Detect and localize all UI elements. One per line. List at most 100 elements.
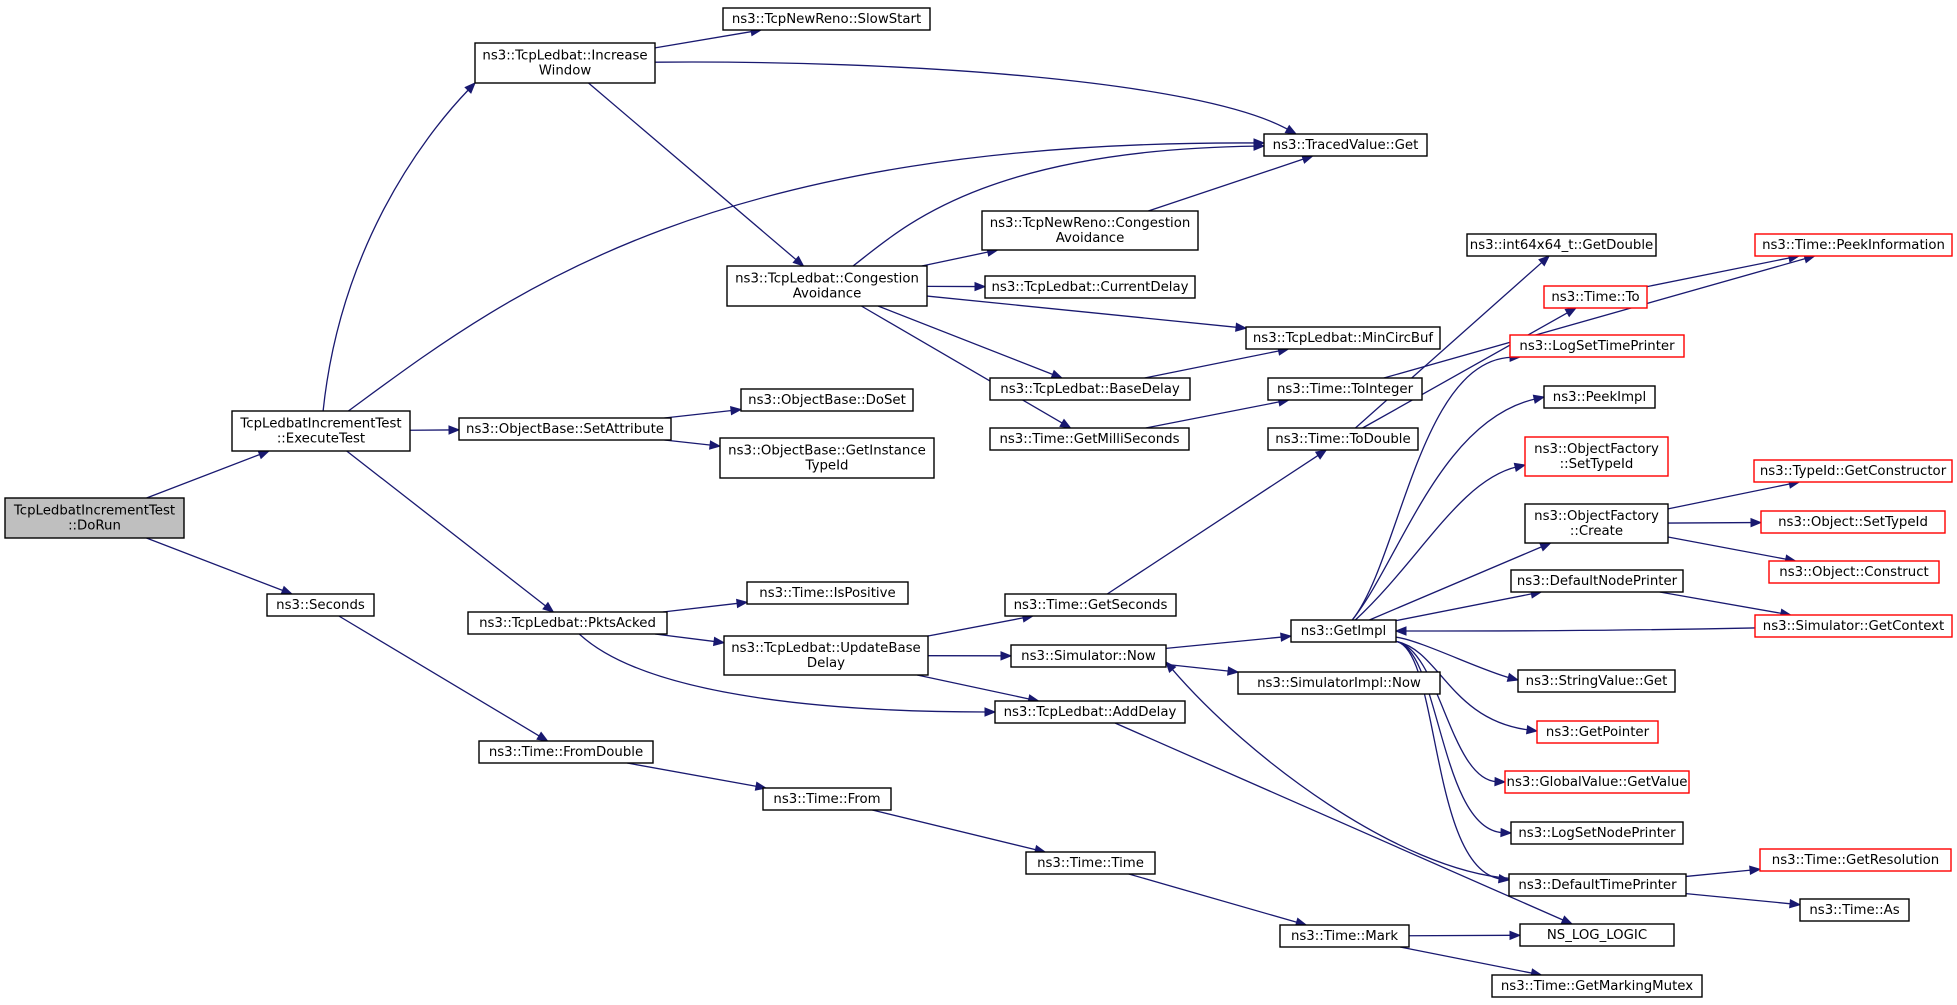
node-box[interactable]	[1524, 436, 1669, 477]
node-adddelay[interactable]: ns3::TcpLedbat::AddDelay	[994, 700, 1186, 724]
node-timefrom[interactable]: ns3::Time::From	[762, 787, 892, 811]
node-box[interactable]	[474, 42, 656, 84]
node-box[interactable]	[722, 7, 931, 31]
node-box[interactable]	[1267, 427, 1419, 451]
node-timeto[interactable]: ns3::Time::To	[1543, 285, 1648, 309]
node-todouble[interactable]: ns3::Time::ToDouble	[1267, 427, 1419, 451]
node-box[interactable]	[1543, 285, 1648, 309]
node-box[interactable]	[1543, 385, 1656, 409]
node-box[interactable]	[740, 388, 914, 412]
node-box[interactable]	[762, 787, 892, 811]
node-box[interactable]	[231, 410, 411, 452]
node-box[interactable]	[1524, 503, 1669, 544]
node-box[interactable]	[4, 497, 185, 539]
node-box[interactable]	[1279, 924, 1410, 948]
node-setattribute[interactable]: ns3::ObjectBase::SetAttribute	[458, 417, 672, 441]
node-box[interactable]	[989, 377, 1191, 401]
node-box[interactable]	[1754, 614, 1953, 638]
node-objsettypeid[interactable]: ns3::Object::SetTypeId	[1760, 510, 1946, 534]
node-fromdouble[interactable]: ns3::Time::FromDouble	[478, 740, 654, 764]
node-box[interactable]	[989, 427, 1190, 451]
node-simgetcontext[interactable]: ns3::Simulator::GetContext	[1754, 614, 1953, 638]
node-timetime[interactable]: ns3::Time::Time	[1025, 851, 1156, 875]
node-box[interactable]	[1010, 644, 1167, 668]
node-ofsettypeid[interactable]: ns3::ObjectFactory::SetTypeId	[1524, 436, 1669, 477]
node-box[interactable]	[1760, 510, 1946, 534]
node-box[interactable]	[1510, 821, 1684, 845]
node-peekimpl[interactable]: ns3::PeekImpl	[1543, 385, 1656, 409]
node-box[interactable]	[1267, 377, 1423, 401]
node-defaultnodeprinter[interactable]: ns3::DefaultNodePrinter	[1510, 569, 1684, 593]
node-getresolution[interactable]: ns3::Time::GetResolution	[1759, 848, 1952, 872]
node-box[interactable]	[719, 437, 935, 479]
node-getimpl[interactable]: ns3::GetImpl	[1290, 619, 1397, 643]
node-box[interactable]	[478, 740, 654, 764]
node-box[interactable]	[723, 635, 929, 676]
node-box[interactable]	[458, 417, 672, 441]
node-box[interactable]	[1491, 974, 1703, 998]
node-getmilliseconds[interactable]: ns3::Time::GetMilliSeconds	[989, 427, 1190, 451]
node-pktsacked[interactable]: ns3::TcpLedbat::PktsAcked	[467, 611, 668, 635]
node-box[interactable]	[1290, 619, 1397, 643]
node-executetest[interactable]: TcpLedbatIncrementTest::ExecuteTest	[231, 410, 411, 452]
node-box[interactable]	[1237, 671, 1441, 695]
node-box[interactable]	[981, 210, 1199, 251]
node-peekinfo[interactable]: ns3::Time::PeekInformation	[1754, 233, 1953, 257]
node-box[interactable]	[1508, 873, 1687, 897]
node-nslog[interactable]: NS_LOG_LOGIC	[1519, 923, 1675, 947]
node-tointeger[interactable]: ns3::Time::ToInteger	[1267, 377, 1423, 401]
node-box[interactable]	[1509, 334, 1685, 358]
node-box[interactable]	[1263, 133, 1428, 157]
node-dorun[interactable]: TcpLedbatIncrementTest::DoRun	[4, 497, 185, 539]
node-box[interactable]	[746, 581, 909, 605]
node-simimplnow[interactable]: ns3::SimulatorImpl::Now	[1237, 671, 1441, 695]
node-box[interactable]	[994, 700, 1186, 724]
node-box[interactable]	[1759, 848, 1952, 872]
node-box[interactable]	[1025, 851, 1156, 875]
node-box[interactable]	[1799, 898, 1910, 922]
node-box[interactable]	[1004, 593, 1177, 617]
node-seconds[interactable]: ns3::Seconds	[266, 593, 375, 617]
node-box[interactable]	[984, 275, 1196, 299]
node-logsetnodeprinter[interactable]: ns3::LogSetNodePrinter	[1510, 821, 1684, 845]
node-getmarkingmutex[interactable]: ns3::Time::GetMarkingMutex	[1491, 974, 1703, 998]
node-basedelay[interactable]: ns3::TcpLedbat::BaseDelay	[989, 377, 1191, 401]
node-ofcreate[interactable]: ns3::ObjectFactory::Create	[1524, 503, 1669, 544]
node-ispositive[interactable]: ns3::Time::IsPositive	[746, 581, 909, 605]
node-box[interactable]	[1466, 233, 1657, 257]
node-box[interactable]	[1519, 923, 1675, 947]
node-currentdelay[interactable]: ns3::TcpLedbat::CurrentDelay	[984, 275, 1196, 299]
node-simnow[interactable]: ns3::Simulator::Now	[1010, 644, 1167, 668]
node-box[interactable]	[1510, 569, 1684, 593]
node-box[interactable]	[1754, 233, 1953, 257]
node-logsettimeprinter[interactable]: ns3::LogSetTimePrinter	[1509, 334, 1685, 358]
node-box[interactable]	[1753, 459, 1953, 483]
node-timemark[interactable]: ns3::Time::Mark	[1279, 924, 1410, 948]
node-globalvalueget[interactable]: ns3::GlobalValue::GetValue	[1504, 770, 1690, 794]
node-objconstruct[interactable]: ns3::Object::Construct	[1768, 560, 1940, 584]
node-box[interactable]	[1245, 326, 1441, 350]
node-box[interactable]	[1768, 560, 1940, 584]
node-box[interactable]	[467, 611, 668, 635]
node-slowstart[interactable]: ns3::TcpNewReno::SlowStart	[722, 7, 931, 31]
node-stringvalueget[interactable]: ns3::StringValue::Get	[1517, 669, 1676, 693]
node-box[interactable]	[1536, 720, 1659, 744]
node-timeas[interactable]: ns3::Time::As	[1799, 898, 1910, 922]
node-tracedget[interactable]: ns3::TracedValue::Get	[1263, 133, 1428, 157]
node-mincircbuf[interactable]: ns3::TcpLedbat::MinCircBuf	[1245, 326, 1441, 350]
node-getpointer[interactable]: ns3::GetPointer	[1536, 720, 1659, 744]
node-getconstructor[interactable]: ns3::TypeId::GetConstructor	[1753, 459, 1953, 483]
node-defaulttimeprinter[interactable]: ns3::DefaultTimePrinter	[1508, 873, 1687, 897]
node-box[interactable]	[266, 593, 375, 617]
node-box[interactable]	[1504, 770, 1690, 794]
node-doset[interactable]: ns3::ObjectBase::DoSet	[740, 388, 914, 412]
node-int64getdouble[interactable]: ns3::int64x64_t::GetDouble	[1466, 233, 1657, 257]
node-getseconds[interactable]: ns3::Time::GetSeconds	[1004, 593, 1177, 617]
node-box[interactable]	[726, 265, 928, 307]
node-box[interactable]	[1517, 669, 1676, 693]
